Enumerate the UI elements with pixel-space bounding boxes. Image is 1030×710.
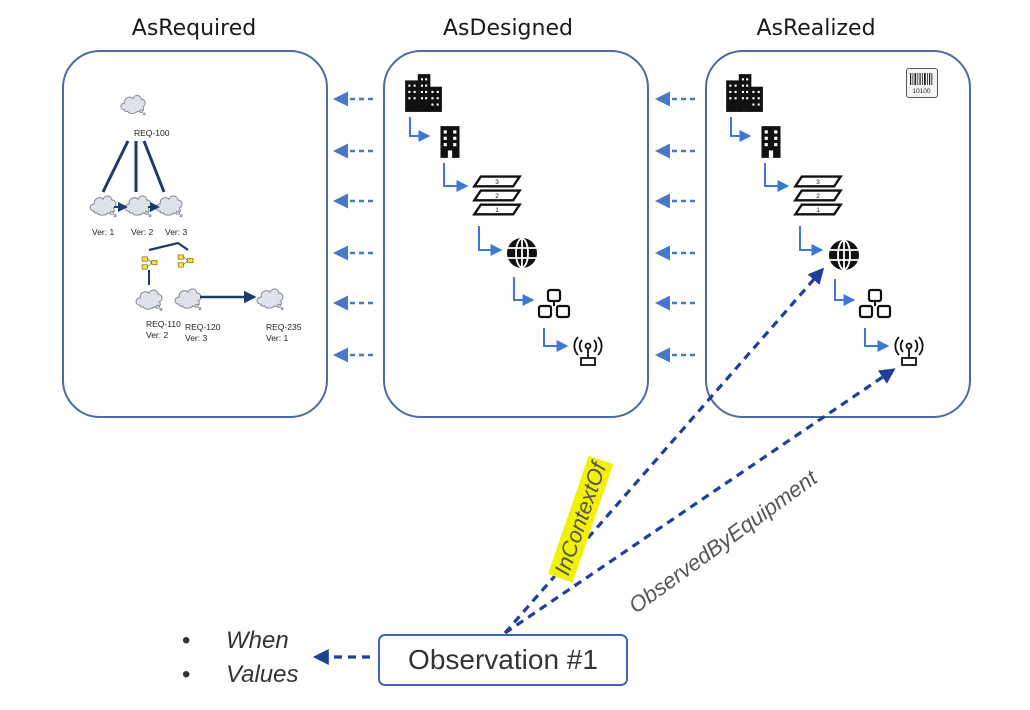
in-context-of-arrow bbox=[503, 267, 825, 635]
barcode-icon: 10100 bbox=[906, 68, 938, 98]
requirements-tree: REQ-100 Ver: 1 Ver: 2 Ver: 3 REQ-110 bbox=[89, 95, 302, 343]
work-unit-icon bbox=[858, 288, 892, 319]
req-120-cloud-icon bbox=[174, 288, 202, 311]
property-when: When bbox=[182, 624, 299, 658]
hierarchy-connector bbox=[409, 117, 431, 142]
req-100-cloud-icon bbox=[120, 95, 146, 116]
ver3-cloud-icon bbox=[155, 195, 183, 218]
hierarchy-connector bbox=[764, 163, 790, 192]
observation-box[interactable]: Observation #1 bbox=[378, 634, 628, 686]
ver2-label: Ver: 2 bbox=[131, 227, 153, 237]
req-120-version: Ver: 3 bbox=[185, 333, 207, 343]
req-235-label: REQ-235 bbox=[266, 322, 302, 332]
hierarchy-connector bbox=[730, 117, 752, 142]
hierarchy-connector bbox=[443, 163, 469, 192]
enterprise-icon bbox=[726, 74, 763, 112]
req-110-version: Ver: 2 bbox=[146, 330, 168, 340]
site-icon bbox=[440, 126, 460, 158]
equipment-sensor-icon bbox=[573, 336, 603, 366]
work-center-globe-icon bbox=[828, 239, 860, 271]
area-icon bbox=[473, 175, 521, 216]
hierarchy-connector bbox=[513, 277, 535, 306]
ver3-label: Ver: 3 bbox=[165, 227, 187, 237]
title-asrequired: AsRequired bbox=[131, 16, 257, 41]
asrealized-hierarchy bbox=[726, 74, 924, 366]
req-100-branches bbox=[101, 140, 166, 193]
ver2-branch-line bbox=[148, 241, 189, 252]
hierarchy-connector bbox=[799, 226, 824, 256]
component-node-icon bbox=[141, 256, 158, 270]
observation-label: Observation #1 bbox=[408, 644, 598, 675]
enterprise-icon bbox=[405, 74, 442, 112]
ver1-cloud-icon bbox=[89, 195, 117, 218]
asrequired-panel bbox=[62, 50, 328, 418]
req-100-label: REQ-100 bbox=[134, 128, 170, 138]
area-icon bbox=[794, 175, 842, 216]
req-235-version: Ver: 1 bbox=[266, 333, 288, 343]
observation-relations bbox=[312, 267, 896, 665]
req-120-label: REQ-120 bbox=[185, 322, 221, 332]
asdesigned-hierarchy bbox=[405, 74, 603, 366]
title-asdesigned: AsDesigned bbox=[443, 16, 573, 41]
site-icon bbox=[761, 126, 781, 158]
hierarchy-connector bbox=[478, 226, 503, 256]
property-values: Values bbox=[182, 658, 299, 692]
ver1-label: Ver: 1 bbox=[92, 227, 114, 237]
req-235-cloud-icon bbox=[256, 288, 284, 311]
component-node-icon-2 bbox=[177, 254, 194, 268]
req-110-label: REQ-110 bbox=[146, 319, 181, 329]
equipment-sensor-icon bbox=[894, 336, 924, 366]
work-unit-icon bbox=[537, 288, 571, 319]
hierarchy-connector bbox=[834, 279, 856, 306]
work-center-globe-icon bbox=[506, 237, 538, 269]
hierarchy-connector bbox=[543, 328, 569, 352]
ver2-cloud-icon bbox=[124, 195, 152, 218]
req-110-cloud-icon bbox=[135, 289, 163, 312]
title-asrealized: AsRealized bbox=[756, 16, 876, 41]
hierarchy-connector bbox=[864, 328, 890, 352]
observation-properties-list: When Values bbox=[182, 624, 299, 692]
barcode-number: 10100 bbox=[912, 88, 930, 95]
realization-arrows bbox=[333, 91, 695, 363]
